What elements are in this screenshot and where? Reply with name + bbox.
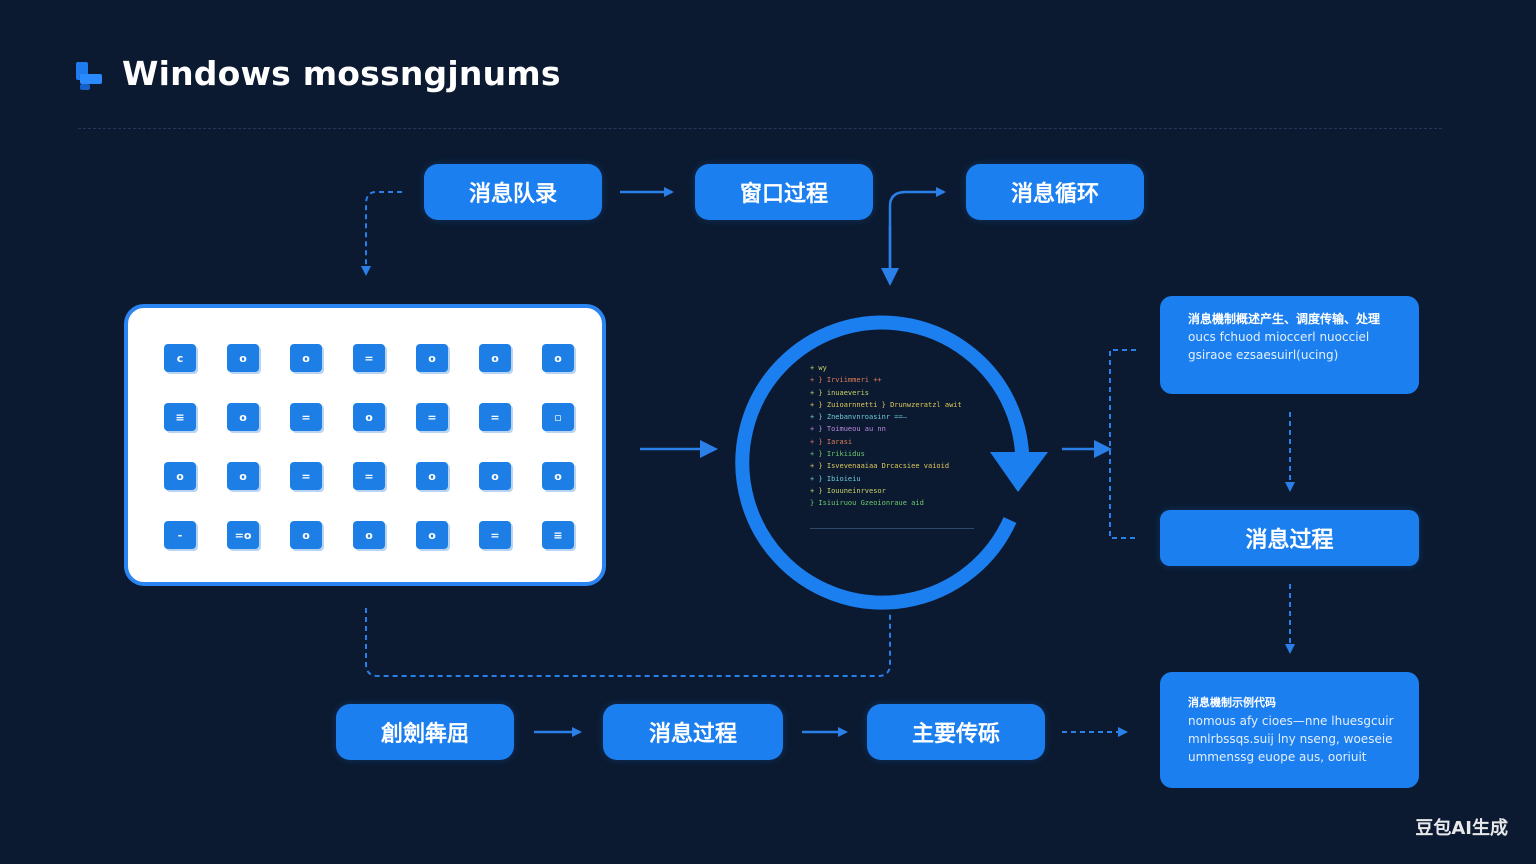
message-icon: =	[353, 462, 385, 490]
node-message-process-right: 消息过程	[1160, 510, 1419, 566]
app-logo-icon	[76, 62, 102, 90]
card-bottom-line: nomous afy cioes—nne lhuesgcuir	[1188, 714, 1394, 728]
page-title: Windows mossngjnums	[122, 54, 561, 93]
arrow-proc-to-loop	[888, 187, 946, 270]
message-icon: ≡	[164, 403, 196, 431]
code-snippet: + wy + } Irviimmeri ++ + } inuaeveris + } Z…	[810, 362, 974, 529]
dashed-return-path	[365, 608, 891, 677]
node-message-queue: 消息队录	[424, 164, 602, 220]
message-icon: =	[290, 403, 322, 431]
card-top-line: gsiraoe ezsaesuirl(ucing)	[1188, 348, 1339, 362]
message-icon: =	[290, 462, 322, 490]
code-line: + } Irviimmeri ++	[810, 376, 882, 385]
message-icon: o	[479, 462, 511, 490]
card-top-line: oucs fchuod mioccerl nuocciel	[1188, 330, 1370, 344]
code-line: } Isiuiruou Gzeoionraue aid	[810, 499, 924, 508]
message-icon: o	[416, 344, 448, 372]
code-line: + } Znebanvnroasinr ==—	[810, 413, 907, 422]
node-bottom-3: 主要传砾	[867, 704, 1045, 760]
info-card-top: 消息機制概述产生、调度传输、处理 oucs fchuod mioccerl nu…	[1160, 296, 1419, 394]
code-line: + } Iarasi	[810, 437, 853, 446]
code-line: + } Isvevenaaiaa Drcacsiee vaioid	[810, 462, 950, 471]
info-card-bottom: 消息機制示例代码 nomous afy cioes—nne lhuesgcuir…	[1160, 672, 1419, 788]
code-line: + } Ibioieiu	[810, 474, 861, 483]
message-icon: ≡	[542, 521, 574, 549]
message-icon: o	[542, 344, 574, 372]
arrow-dashed-queue-down	[361, 191, 402, 276]
message-icon: ▫	[542, 403, 574, 431]
node-message-loop: 消息循环	[966, 164, 1144, 220]
node-window-procedure: 窗口过程	[695, 164, 873, 220]
code-line: + } Zuioarnnetti } Drunwzeratzl awit	[810, 400, 962, 409]
message-icon: =	[353, 344, 385, 372]
code-line: + wy	[810, 364, 827, 372]
message-icon: o	[227, 462, 259, 490]
message-icon: o	[353, 521, 385, 549]
card-bottom-line: ummenssg euope aus, ooriuit	[1188, 750, 1367, 764]
message-icon: o	[542, 462, 574, 490]
node-bottom-1: 創劍犇屈	[336, 704, 514, 760]
card-bottom-line: 消息機制示例代码	[1188, 696, 1276, 709]
card-top-line: 消息機制概述产生、调度传输、处理	[1188, 312, 1381, 326]
message-icon: o	[416, 462, 448, 490]
code-line: + } inuaeveris	[810, 388, 870, 397]
code-line: + } Toimueou au nn	[810, 425, 886, 434]
message-icon: o	[416, 521, 448, 549]
message-icon: =o	[227, 521, 259, 549]
code-line: + } Irikiidus	[810, 450, 865, 459]
message-icon: o	[164, 462, 196, 490]
message-icon: c	[164, 344, 196, 372]
message-icon: o	[290, 521, 322, 549]
watermark: 豆包AI生成	[1415, 818, 1508, 839]
message-icon: o	[227, 344, 259, 372]
bracket-right	[1109, 349, 1136, 539]
message-icon: o	[290, 344, 322, 372]
message-loop-circle	[735, 315, 1030, 610]
header-divider	[78, 128, 1442, 129]
message-icon: =	[479, 403, 511, 431]
message-icon: =	[479, 521, 511, 549]
node-bottom-2: 消息过程	[603, 704, 783, 760]
message-icon: o	[479, 344, 511, 372]
message-icon: o	[353, 403, 385, 431]
message-icon: =	[416, 403, 448, 431]
card-bottom-line: mnlrbssqs.suij lny nseng, woeseie	[1188, 732, 1393, 746]
message-icon: o	[227, 403, 259, 431]
loop-arrowhead-icon	[990, 452, 1048, 492]
code-line: + } Iouuneinrvesor	[810, 486, 886, 495]
message-icon: -	[164, 521, 196, 549]
